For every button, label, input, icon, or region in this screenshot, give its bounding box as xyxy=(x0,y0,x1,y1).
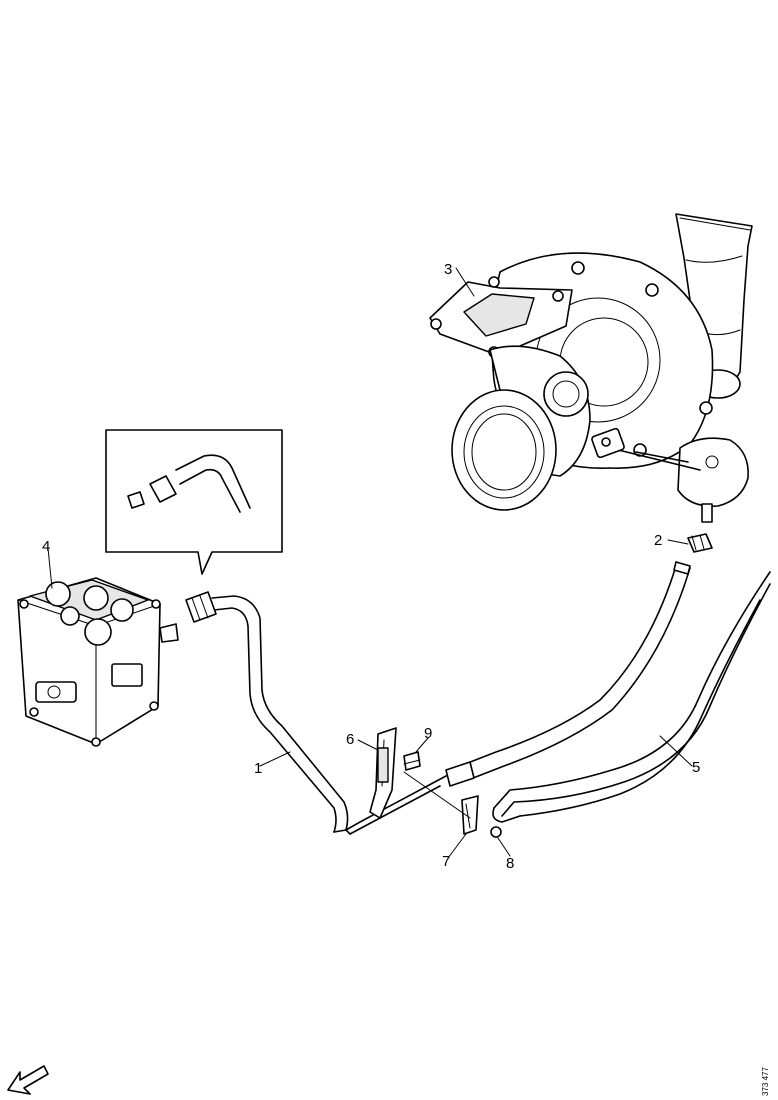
pipe-1 xyxy=(211,595,447,835)
pipe-connector xyxy=(185,591,217,623)
detail-inset xyxy=(105,429,283,575)
callout-8: 8 xyxy=(506,855,514,872)
direction-arrow-icon xyxy=(7,1065,49,1095)
fitting-2 xyxy=(687,533,713,553)
nut-8 xyxy=(490,826,502,838)
clip-7 xyxy=(461,795,479,835)
callout-7: 7 xyxy=(442,853,450,870)
callout-1: 1 xyxy=(254,760,262,777)
callout-9: 9 xyxy=(424,725,432,742)
hose-5 xyxy=(492,571,771,823)
valve-block xyxy=(17,577,179,747)
leader-lines xyxy=(47,267,693,859)
callout-5: 5 xyxy=(692,759,700,776)
callout-4: 4 xyxy=(42,538,50,555)
turbocharger xyxy=(429,213,753,523)
bolt-9 xyxy=(403,751,471,819)
bracket-6 xyxy=(369,727,397,819)
reference-number: 373 477 xyxy=(761,1067,770,1096)
callout-3: 3 xyxy=(444,261,452,278)
hose-turbo xyxy=(445,561,691,787)
callout-6: 6 xyxy=(346,731,354,748)
callout-2: 2 xyxy=(654,532,662,549)
